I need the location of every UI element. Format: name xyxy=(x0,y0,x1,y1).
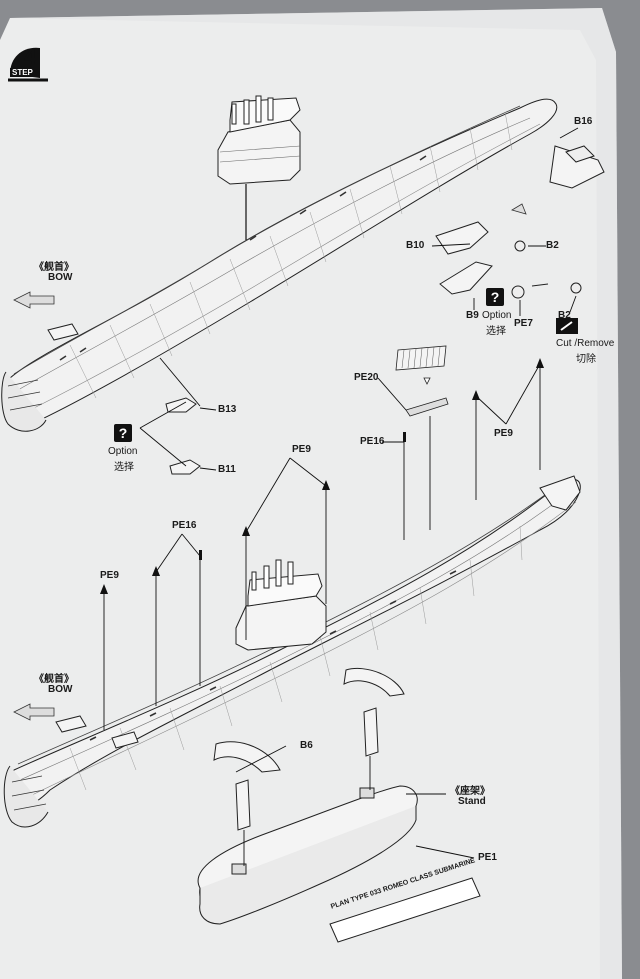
part-pe7-label: PE7 xyxy=(514,318,533,329)
option-label-left: Option xyxy=(108,446,138,457)
submarine-bottom xyxy=(3,475,581,828)
step-word: STEP xyxy=(10,68,35,77)
option-label-cn-left: 选择 xyxy=(114,462,134,473)
cut-remove-label: Cut /Remove xyxy=(556,338,615,349)
part-pe9-label-mid: PE9 xyxy=(292,444,311,455)
part-pe16-label-left: PE16 xyxy=(172,520,197,531)
bow-label-en-top: BOW xyxy=(48,272,73,283)
bow-label-cn-top: 《舰首》 xyxy=(34,262,74,273)
part-pe9-label-right: PE9 xyxy=(494,428,513,439)
option-label-top: Option xyxy=(482,310,512,321)
part-b16-label: B16 xyxy=(574,116,593,127)
part-pe20-label: PE20 xyxy=(354,372,379,383)
part-pe1-label: PE1 xyxy=(478,852,497,863)
pe20-part xyxy=(395,345,449,417)
part-b2-label-b: B2 xyxy=(558,310,571,321)
part-b6-label: B6 xyxy=(300,740,313,751)
bow-label-en-bottom: BOW xyxy=(48,684,73,695)
part-b9-label: B9 xyxy=(466,310,479,321)
cut-icon xyxy=(556,318,578,334)
cut-remove-label-cn: 切除 xyxy=(576,354,596,365)
step-number: 4 xyxy=(24,44,37,69)
part-b2-label-a: B2 xyxy=(546,240,559,251)
part-b13-label: B13 xyxy=(218,404,237,415)
stand-label-en: Stand xyxy=(458,796,486,807)
submarine-top xyxy=(1,95,605,475)
bow-label-cn-bottom: 《舰首》 xyxy=(34,674,74,685)
stand-label-cn: 《座架》 xyxy=(450,786,490,797)
option-label-cn-top: 选择 xyxy=(486,326,506,337)
option-icon-left: ? xyxy=(114,424,132,442)
direction-arrow-icon xyxy=(13,203,527,721)
part-pe16-label-right: PE16 xyxy=(360,436,385,447)
part-b10-label: B10 xyxy=(406,240,425,251)
part-b11-label: B11 xyxy=(218,464,236,475)
part-pe9-label-left: PE9 xyxy=(100,570,119,581)
option-icon-top: ? xyxy=(486,288,504,306)
stand-assembly xyxy=(197,668,481,943)
